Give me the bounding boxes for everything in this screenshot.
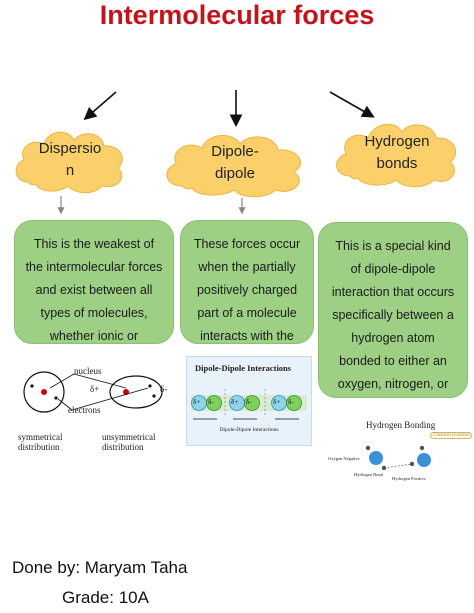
cloud-label-line: dipole xyxy=(214,165,256,182)
description-line: interaction that occurs xyxy=(331,285,455,299)
description-line: part of a molecule xyxy=(197,306,297,320)
symmetric-atom xyxy=(23,371,65,413)
dipole-atom-label: δ+ xyxy=(193,398,201,406)
description-line: the intermolecular forces xyxy=(25,260,163,274)
description-line: This is a special kind xyxy=(335,239,451,253)
electrons-label: electrons xyxy=(68,405,101,415)
unsymmetric-caption: unsymmetrical distribution xyxy=(102,432,156,452)
hbond-figure: Hydrogen Bonding ChemistryLearner Oxygen… xyxy=(326,418,473,488)
description-dispersion: This is the weakest of the intermolecula… xyxy=(14,220,174,344)
description-line: specifically between a xyxy=(332,308,454,322)
symmetric-caption: symmetrical distribution xyxy=(18,432,63,452)
caption-line: distribution xyxy=(18,442,60,452)
arrow-to-hydrogen xyxy=(329,91,375,118)
unsymmetric-atom xyxy=(109,375,163,409)
hbond-figure-title: Hydrogen Bonding xyxy=(366,420,436,430)
cloud-label-line: Dipole- xyxy=(211,143,259,160)
dipole-figure-title: Dipole-Dipole Interactions xyxy=(195,363,292,373)
author-credit: Done by: Maryam Taha xyxy=(12,558,188,577)
description-line: hydrogen atom xyxy=(351,331,435,345)
delta-plus-label: δ+ xyxy=(90,384,100,394)
cloud-label-line: Hydrogen xyxy=(364,133,430,150)
dispersion-figure: nucleus electrons δ+ δ- symmetrical dist… xyxy=(14,362,174,458)
description-line: whether ionic or xyxy=(49,329,139,343)
dipole-atom-negative xyxy=(286,395,302,411)
description-line: These forces occur xyxy=(193,237,301,251)
caption-line: unsymmetrical xyxy=(102,432,156,442)
diagram-title: Intermolecular forces xyxy=(99,0,375,30)
nucleus-dot xyxy=(41,389,47,395)
dipole-atom-negative xyxy=(244,395,260,411)
description-dipole: These forces occur when the partially po… xyxy=(180,220,314,344)
dipole-atom-label: δ- xyxy=(246,398,252,406)
dipole-figure: Dipole-Dipole Interactions δ+ δ- δ+ δ- δ… xyxy=(186,356,312,446)
delta-minus-label: δ- xyxy=(160,384,168,394)
description-line: oxygen, nitrogen, or xyxy=(337,377,449,391)
caption-line: symmetrical xyxy=(18,432,63,442)
oxygen-atom xyxy=(417,453,431,467)
caption-line: distribution xyxy=(102,442,144,452)
dipole-atom-label: δ+ xyxy=(231,398,239,406)
oxygen-atom xyxy=(369,451,383,465)
arrow-to-dispersion xyxy=(83,91,117,121)
cloud-dipole: Dipole- dipole xyxy=(160,128,310,198)
cloud-label-line: Dispersio xyxy=(38,140,102,157)
cloud-hydrogen: Hydrogen bonds xyxy=(330,116,464,190)
description-line: This is the weakest of xyxy=(33,237,155,251)
cloud-label-line: n xyxy=(65,162,75,179)
description-line: and exist between all xyxy=(35,283,153,297)
oxygen-negative-label: Oxygen Negative xyxy=(328,456,360,461)
description-line: of dipole-dipole xyxy=(350,262,436,276)
description-line: interacts with the xyxy=(200,329,294,343)
dipole-figure-caption: Dipole-Dipole Interactions xyxy=(219,427,279,433)
description-line: when the partially xyxy=(198,260,296,274)
description-hydrogen: This is a special kind of dipole-dipole … xyxy=(318,222,468,398)
hydrogen-atom xyxy=(365,445,371,451)
hydrogen-positive-label: Hydrogen Positive xyxy=(392,476,426,481)
cloud-label-line: bonds xyxy=(376,155,418,172)
dipole-atom-label: δ+ xyxy=(273,398,281,406)
hydrogen-atom xyxy=(419,445,425,451)
cloud-dispersion: Dispersio n xyxy=(10,124,130,196)
dipole-atom-negative xyxy=(206,395,222,411)
description-line: bonded to either an xyxy=(339,354,447,368)
description-line: positively charged xyxy=(196,283,298,297)
description-line: types of molecules, xyxy=(40,306,148,320)
nucleus-label: nucleus xyxy=(74,366,102,376)
dipole-atom-label: δ- xyxy=(288,398,294,406)
hydrogen-bond-label: Hydrogen Bond xyxy=(354,472,383,477)
dipole-atom-label: δ- xyxy=(208,398,214,406)
watermark-logo: ChemistryLearner xyxy=(430,432,473,439)
grade-label: Grade: 10A xyxy=(62,588,149,607)
